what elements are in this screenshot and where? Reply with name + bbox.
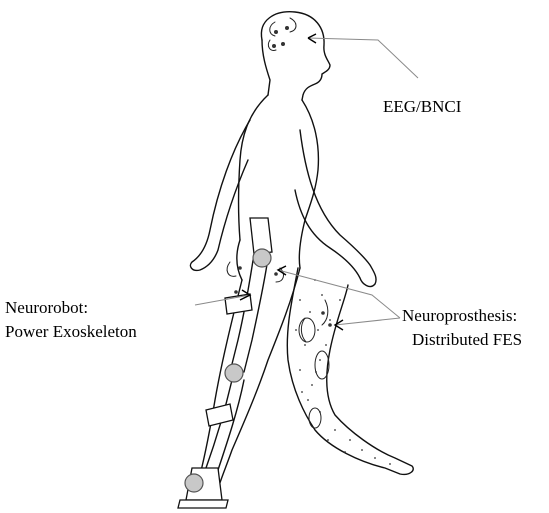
torso — [190, 95, 376, 286]
back-leg — [287, 268, 413, 474]
hip-joint-icon — [253, 249, 271, 267]
power-exoskeleton-label: Power Exoskeleton — [5, 320, 137, 344]
head — [261, 12, 330, 100]
pointer-lines — [195, 34, 418, 330]
neuroprosthesis-label: Neuroprosthesis: — [402, 304, 517, 328]
ankle-joint-icon — [185, 474, 203, 492]
distributed-fes-label: Distributed FES — [412, 328, 522, 352]
eeg-electrodes — [268, 18, 296, 50]
knee-joint-icon — [225, 364, 243, 382]
neurorobot-label: Neurorobot: — [5, 296, 88, 320]
stipple-texture — [295, 279, 391, 465]
eeg-bnci-label: EEG/BNCI — [383, 95, 461, 119]
